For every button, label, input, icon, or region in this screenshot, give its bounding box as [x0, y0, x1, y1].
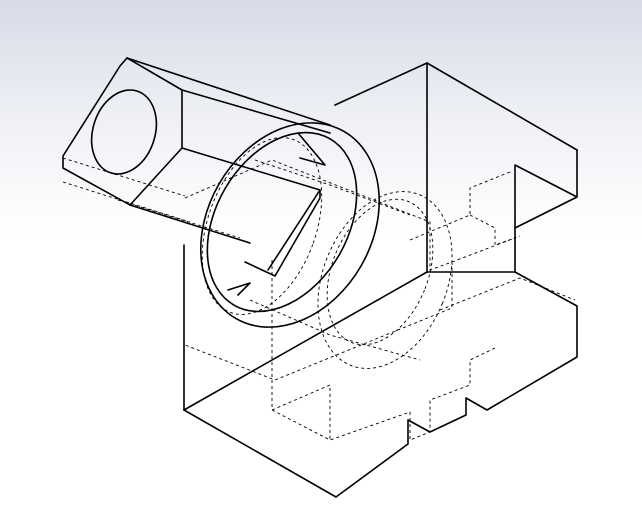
ring-cutout-bottom	[227, 282, 251, 296]
hidden-right-rail	[439, 277, 576, 311]
ring-front-inner	[206, 131, 358, 313]
hidden-ring-back	[201, 137, 323, 315]
box-middle-diagonal	[183, 271, 428, 411]
hex-end-face	[62, 57, 183, 206]
ring-front-outer	[199, 122, 381, 328]
box-top-front-edge	[426, 62, 578, 151]
hex-top-edge	[126, 57, 331, 126]
hidden-upper-slot	[409, 171, 511, 241]
shaft-body-upper	[244, 189, 321, 277]
box-top-left-edge	[334, 62, 428, 106]
visible-edges	[62, 57, 578, 498]
hex-end-bore	[90, 89, 158, 175]
box-right-step	[335, 271, 578, 498]
box-right-side	[426, 227, 516, 273]
box-right-outline	[514, 149, 578, 229]
hidden-shaft-bore	[317, 191, 453, 369]
hidden-shaft-bore-inner	[326, 198, 434, 346]
hidden-shaft-top	[254, 159, 411, 216]
hidden-right-rail-2	[451, 235, 521, 263]
hex-lower-edge	[129, 204, 251, 244]
hidden-edges	[62, 137, 576, 441]
hidden-base-left	[271, 384, 331, 440]
hex-upper-edge	[181, 89, 331, 134]
hidden-inner-block	[184, 159, 453, 381]
shaft-body-front	[267, 189, 321, 271]
ring-cutout-top	[297, 132, 326, 166]
hidden-hex-back-2	[62, 181, 191, 223]
box-bottom-left	[183, 409, 337, 498]
hidden-base-steps	[271, 347, 496, 441]
hex-mid-edge	[181, 147, 321, 191]
